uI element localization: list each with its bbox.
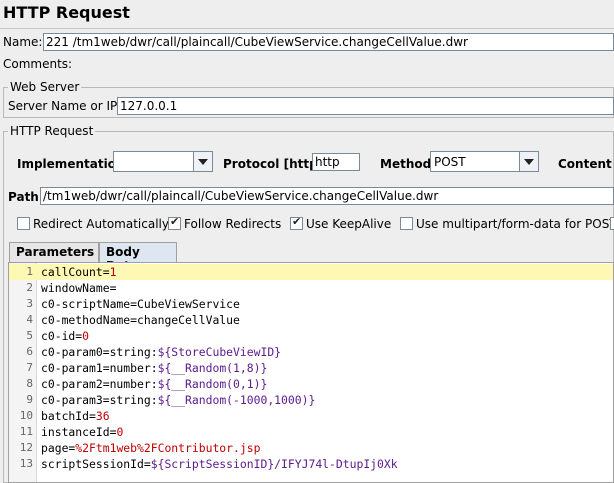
code-key: c0-param3=string:	[41, 393, 158, 407]
code-value: %2Ftm1web%2FContributor.jsp	[75, 441, 261, 455]
code-key: c0-param2=number:	[41, 377, 158, 391]
code-value: changeCellValue	[137, 313, 240, 327]
content-encoding-label: Content en	[558, 157, 614, 171]
code-line[interactable]: 6 c0-param0=string:${StoreCubeViewID}	[9, 344, 613, 360]
method-value: POST	[434, 155, 466, 169]
code-text: c0-param2=number:${__Random(0,1)}	[41, 376, 267, 392]
code-text: instanceId=0	[41, 424, 123, 440]
code-line[interactable]: 10 batchId=36	[9, 408, 613, 424]
line-number: 1	[26, 265, 33, 278]
method-label: Method:	[380, 157, 436, 171]
code-key: c0-id=	[41, 329, 83, 343]
line-number: 2	[26, 281, 33, 294]
line-number: 5	[26, 329, 33, 342]
code-line[interactable]: 7 c0-param1=number:${__Random(1,8)}	[9, 360, 613, 376]
code-text: c0-scriptName=CubeViewService	[41, 296, 240, 312]
code-key: batchId=	[41, 409, 96, 423]
redirect-automatically-checkbox[interactable]	[17, 217, 30, 230]
line-number: 8	[26, 377, 33, 390]
page-title: HTTP Request	[3, 3, 130, 22]
code-text: c0-param3=string:${__Random(-1000,1000)}	[41, 392, 315, 408]
code-key: windowName=	[41, 281, 117, 295]
server-name-field[interactable]: 127.0.0.1	[117, 97, 614, 115]
line-number-gutter	[9, 263, 37, 482]
code-value: ${StoreCubeViewID}	[157, 345, 282, 359]
follow-redirects-label: Follow Redirects	[184, 217, 282, 231]
implementation-select[interactable]	[113, 151, 213, 172]
use-keepalive-checkbox[interactable]	[290, 215, 303, 230]
code-key: page=	[41, 441, 76, 455]
code-line[interactable]: 13 scriptSessionId=${ScriptSessionID}/IFY…	[9, 456, 613, 472]
code-key: callCount=	[41, 265, 110, 279]
path-label: Path:	[8, 190, 44, 204]
code-value: ${ScriptSessionID}/IFYJ74l-DtupIj0Xk	[150, 457, 398, 471]
name-label: Name:	[3, 35, 43, 49]
tab-body-data[interactable]: Body Data	[99, 242, 177, 273]
code-value: 36	[95, 409, 110, 423]
code-key: scriptSessionId=	[41, 457, 151, 471]
use-multipart-checkbox[interactable]	[400, 217, 413, 230]
code-key: c0-param1=number:	[41, 361, 158, 375]
protocol-field[interactable]: http	[312, 153, 360, 171]
line-number: 3	[26, 297, 33, 310]
use-keepalive-label: Use KeepAlive	[306, 217, 392, 231]
code-line[interactable]: 8 c0-param2=number:${__Random(0,1)}	[9, 376, 613, 392]
code-value: ${__Random(0,1)}	[157, 377, 268, 391]
code-line[interactable]: 2 windowName=	[9, 280, 613, 296]
code-line[interactable]: 9 c0-param3=string:${__Random(-1000,1000)…	[9, 392, 613, 408]
tab-parameters[interactable]: Parameters	[9, 242, 99, 262]
implementation-label: Implementation:	[17, 157, 130, 171]
code-value: 1	[109, 265, 117, 279]
code-text: page=%2Ftm1web%2FContributor.jsp	[41, 440, 260, 456]
code-value: CubeViewService	[137, 297, 240, 311]
web-server-title: Web Server	[8, 80, 82, 94]
code-line[interactable]: 12 page=%2Ftm1web%2FContributor.jsp	[9, 440, 613, 456]
code-value: 0	[116, 425, 124, 439]
line-number: 4	[26, 313, 33, 326]
follow-redirects-checkbox[interactable]	[168, 215, 181, 230]
chevron-down-icon	[519, 152, 538, 171]
code-key: instanceId=	[41, 425, 117, 439]
server-name-label: Server Name or IP:	[8, 99, 122, 113]
code-text: callCount=1	[41, 264, 116, 280]
line-number: 10	[19, 409, 33, 422]
code-text: c0-methodName=changeCellValue	[41, 312, 240, 328]
line-number: 7	[26, 361, 33, 374]
code-text: c0-id=0	[41, 328, 89, 344]
browser-compatible-checkbox[interactable]	[610, 217, 614, 230]
code-key: c0-param0=string:	[41, 345, 158, 359]
http-request-title: HTTP Request	[8, 124, 96, 138]
path-field[interactable]: /tm1web/dwr/call/plaincall/CubeViewServi…	[40, 187, 614, 205]
use-multipart-label: Use multipart/form-data for POST	[416, 217, 614, 231]
code-line[interactable]: 3 c0-scriptName=CubeViewService	[9, 296, 613, 312]
code-key: c0-methodName=	[41, 313, 138, 327]
code-text: batchId=36	[41, 408, 110, 424]
code-text: scriptSessionId=${ScriptSessionID}/IFYJ7…	[41, 456, 398, 472]
redirect-automatically-label: Redirect Automatically	[33, 217, 169, 231]
protocol-label: Protocol [http]:	[223, 157, 328, 171]
code-value: ${__Random(-1000,1000)}	[157, 393, 316, 407]
code-value: 0	[82, 329, 90, 343]
method-select[interactable]: POST	[430, 151, 539, 172]
line-number: 12	[19, 441, 33, 454]
line-number: 13	[19, 457, 33, 470]
chevron-down-icon	[193, 152, 212, 171]
line-number: 9	[26, 393, 33, 406]
code-line[interactable]: 11 instanceId=0	[9, 424, 613, 440]
code-text: c0-param1=number:${__Random(1,8)}	[41, 360, 267, 376]
line-number: 11	[19, 425, 33, 438]
code-text: windowName=	[41, 280, 116, 296]
comments-label: Comments:	[3, 57, 73, 71]
code-line[interactable]: 4 c0-methodName=changeCellValue	[9, 312, 613, 328]
comments-field[interactable]	[70, 54, 614, 73]
code-value: ${__Random(1,8)}	[157, 361, 268, 375]
code-text: c0-param0=string:${StoreCubeViewID}	[41, 344, 281, 360]
line-number: 6	[26, 345, 33, 358]
code-line[interactable]: 5 c0-id=0	[9, 328, 613, 344]
code-key: c0-scriptName=	[41, 297, 138, 311]
name-field[interactable]: 221 /tm1web/dwr/call/plaincall/CubeViewS…	[43, 33, 614, 51]
title-separator	[0, 28, 614, 29]
